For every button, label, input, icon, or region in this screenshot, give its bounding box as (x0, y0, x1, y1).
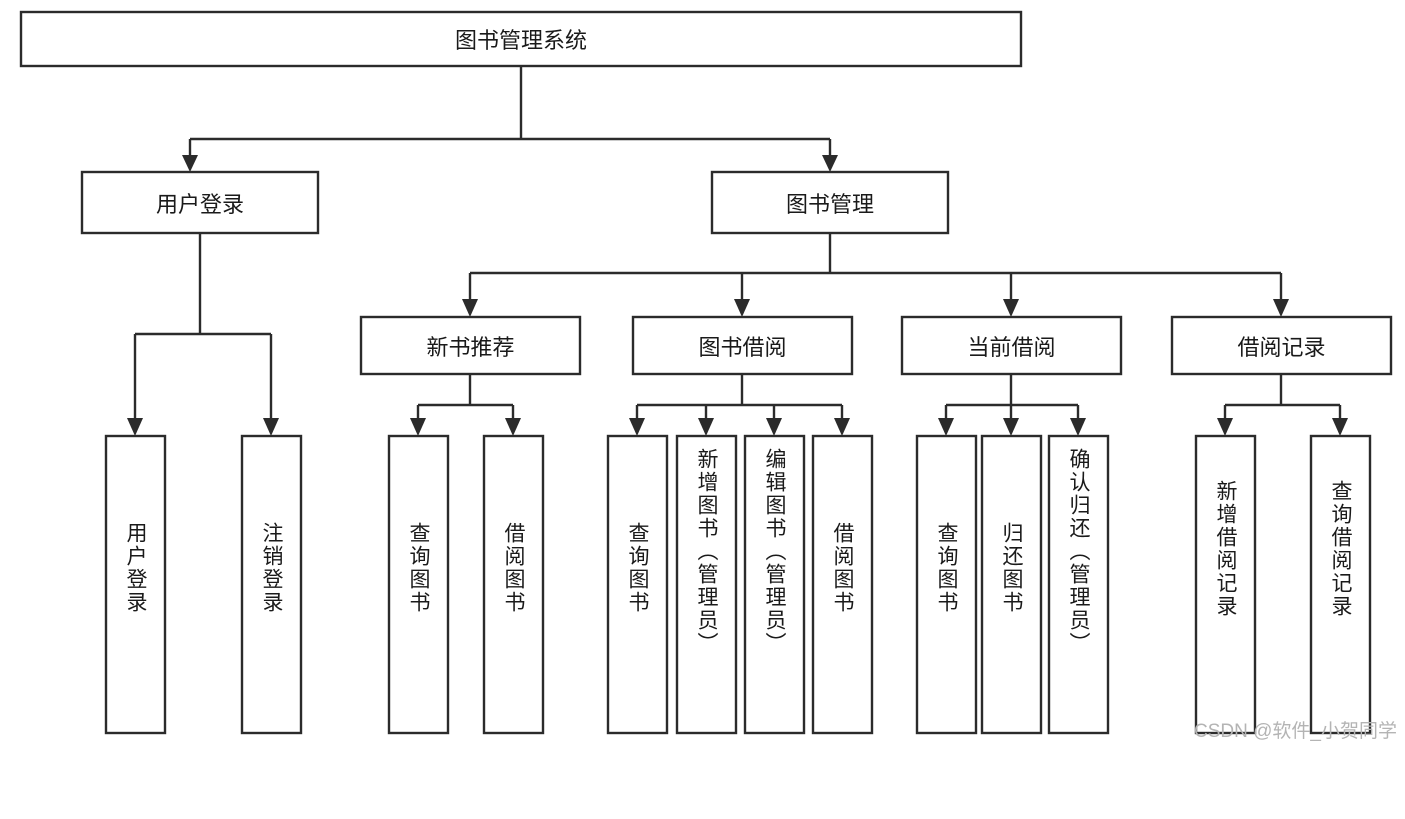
leaf-new-book-recommend-1[interactable] (482, 434, 545, 735)
leaf-book-borrow-3[interactable] (811, 434, 874, 735)
leaf-book-borrow-1[interactable] (675, 434, 738, 735)
arrow-userlogin-leaf-1 (127, 418, 143, 436)
arrow-currentborrow-leaf-2 (1003, 418, 1019, 436)
leaf-current-borrow-2[interactable] (1047, 434, 1110, 735)
arrow-bookmgmt-to-record (1273, 299, 1289, 317)
arrow-root-to-bookmgmt (822, 155, 838, 172)
arrow-bookborrow-leaf-1 (629, 418, 645, 436)
leaf-current-borrow-0[interactable] (915, 434, 978, 735)
node-current-borrow[interactable] (900, 315, 1123, 376)
node-new-book-recommend[interactable] (359, 315, 582, 376)
arrow-userlogin-leaf-2 (263, 418, 279, 436)
leaf-book-borrow-2[interactable] (743, 434, 806, 735)
leaf-user-login-1[interactable] (240, 434, 303, 735)
node-book-borrow[interactable] (631, 315, 854, 376)
leaf-new-book-recommend-0[interactable] (387, 434, 450, 735)
node-root-system[interactable] (19, 10, 1023, 68)
arrow-currentborrow-leaf-3 (1070, 418, 1086, 436)
arrow-root-to-userlogin (182, 155, 198, 172)
arrow-bookmgmt-to-newbook (462, 299, 478, 317)
leaf-current-borrow-1[interactable] (980, 434, 1043, 735)
leaf-borrow-record-1[interactable] (1309, 434, 1372, 735)
arrow-bookborrow-leaf-3 (766, 418, 782, 436)
diagram-root: 图书管理系统 用户登录 图书管理 新书推荐 图书借阅 当前借阅 借阅记录 用户登… (19, 10, 1397, 742)
diagram-canvas (19, 10, 1393, 735)
arrow-borrowrecord-leaf-2 (1332, 418, 1348, 436)
node-borrow-record[interactable] (1170, 315, 1393, 376)
leaf-borrow-record-0[interactable] (1194, 434, 1257, 735)
arrow-bookborrow-leaf-4 (834, 418, 850, 436)
arrow-bookmgmt-to-borrow (734, 299, 750, 317)
node-user-login[interactable] (80, 170, 320, 235)
arrow-borrowrecord-leaf-1 (1217, 418, 1233, 436)
leaf-user-login-0[interactable] (104, 434, 167, 735)
leaf-book-borrow-0[interactable] (606, 434, 669, 735)
arrow-bookmgmt-to-current (1003, 299, 1019, 317)
arrow-currentborrow-leaf-1 (938, 418, 954, 436)
node-book-management[interactable] (710, 170, 950, 235)
arrow-bookborrow-leaf-2 (698, 418, 714, 436)
arrow-newbook-leaf-2 (505, 418, 521, 436)
arrow-newbook-leaf-1 (410, 418, 426, 436)
